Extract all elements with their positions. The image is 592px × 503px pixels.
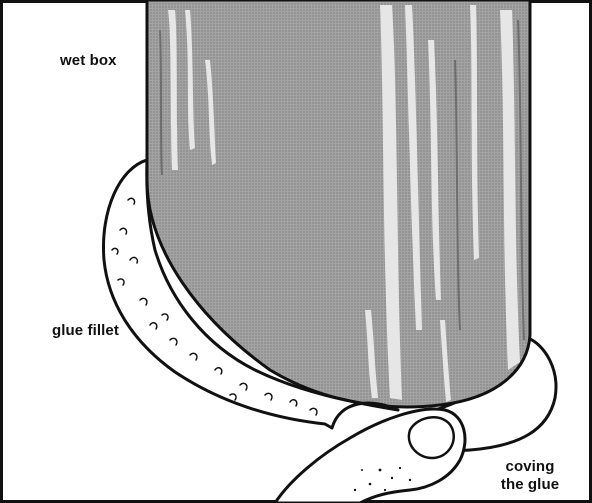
- label-coving-the-glue: coving the glue: [497, 458, 563, 494]
- label-coving-line1: coving: [497, 458, 563, 476]
- label-glue-fillet: glue fillet: [52, 322, 119, 340]
- label-coving-line2: the glue: [497, 476, 563, 494]
- label-wet-box: wet box: [60, 52, 117, 70]
- fingernail: [409, 417, 454, 458]
